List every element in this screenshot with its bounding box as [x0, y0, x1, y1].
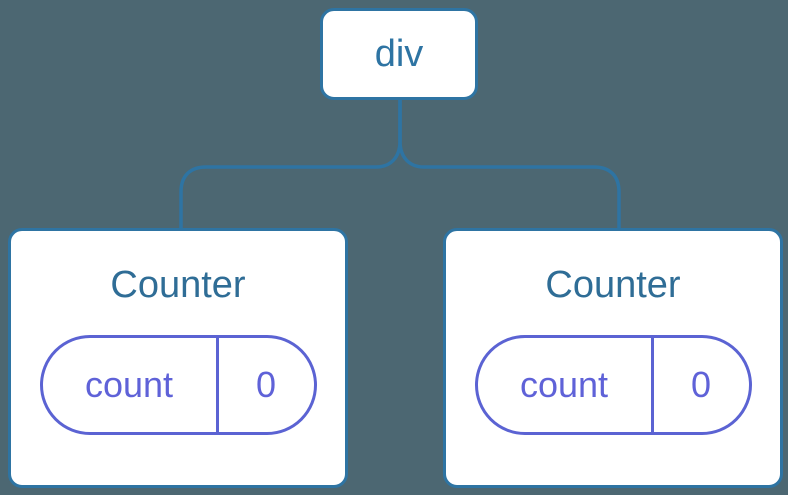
component-title: Counter [545, 264, 681, 306]
state-value: 0 [215, 337, 314, 432]
counter-component-card-left: Counter count 0 [8, 228, 348, 488]
state-value: 0 [650, 337, 749, 432]
state-badge: count 0 [474, 334, 752, 435]
component-title: Counter [110, 264, 246, 306]
root-node-div: div [320, 8, 478, 100]
connector-root-to-right-counter [398, 98, 621, 230]
root-node-label: div [374, 32, 424, 75]
state-key-label: count [519, 363, 609, 405]
connector-root-to-left-counter [179, 98, 402, 230]
state-key-label: count [84, 363, 174, 405]
counter-component-card-right: Counter count 0 [443, 228, 783, 488]
state-badge: count 0 [39, 334, 317, 435]
